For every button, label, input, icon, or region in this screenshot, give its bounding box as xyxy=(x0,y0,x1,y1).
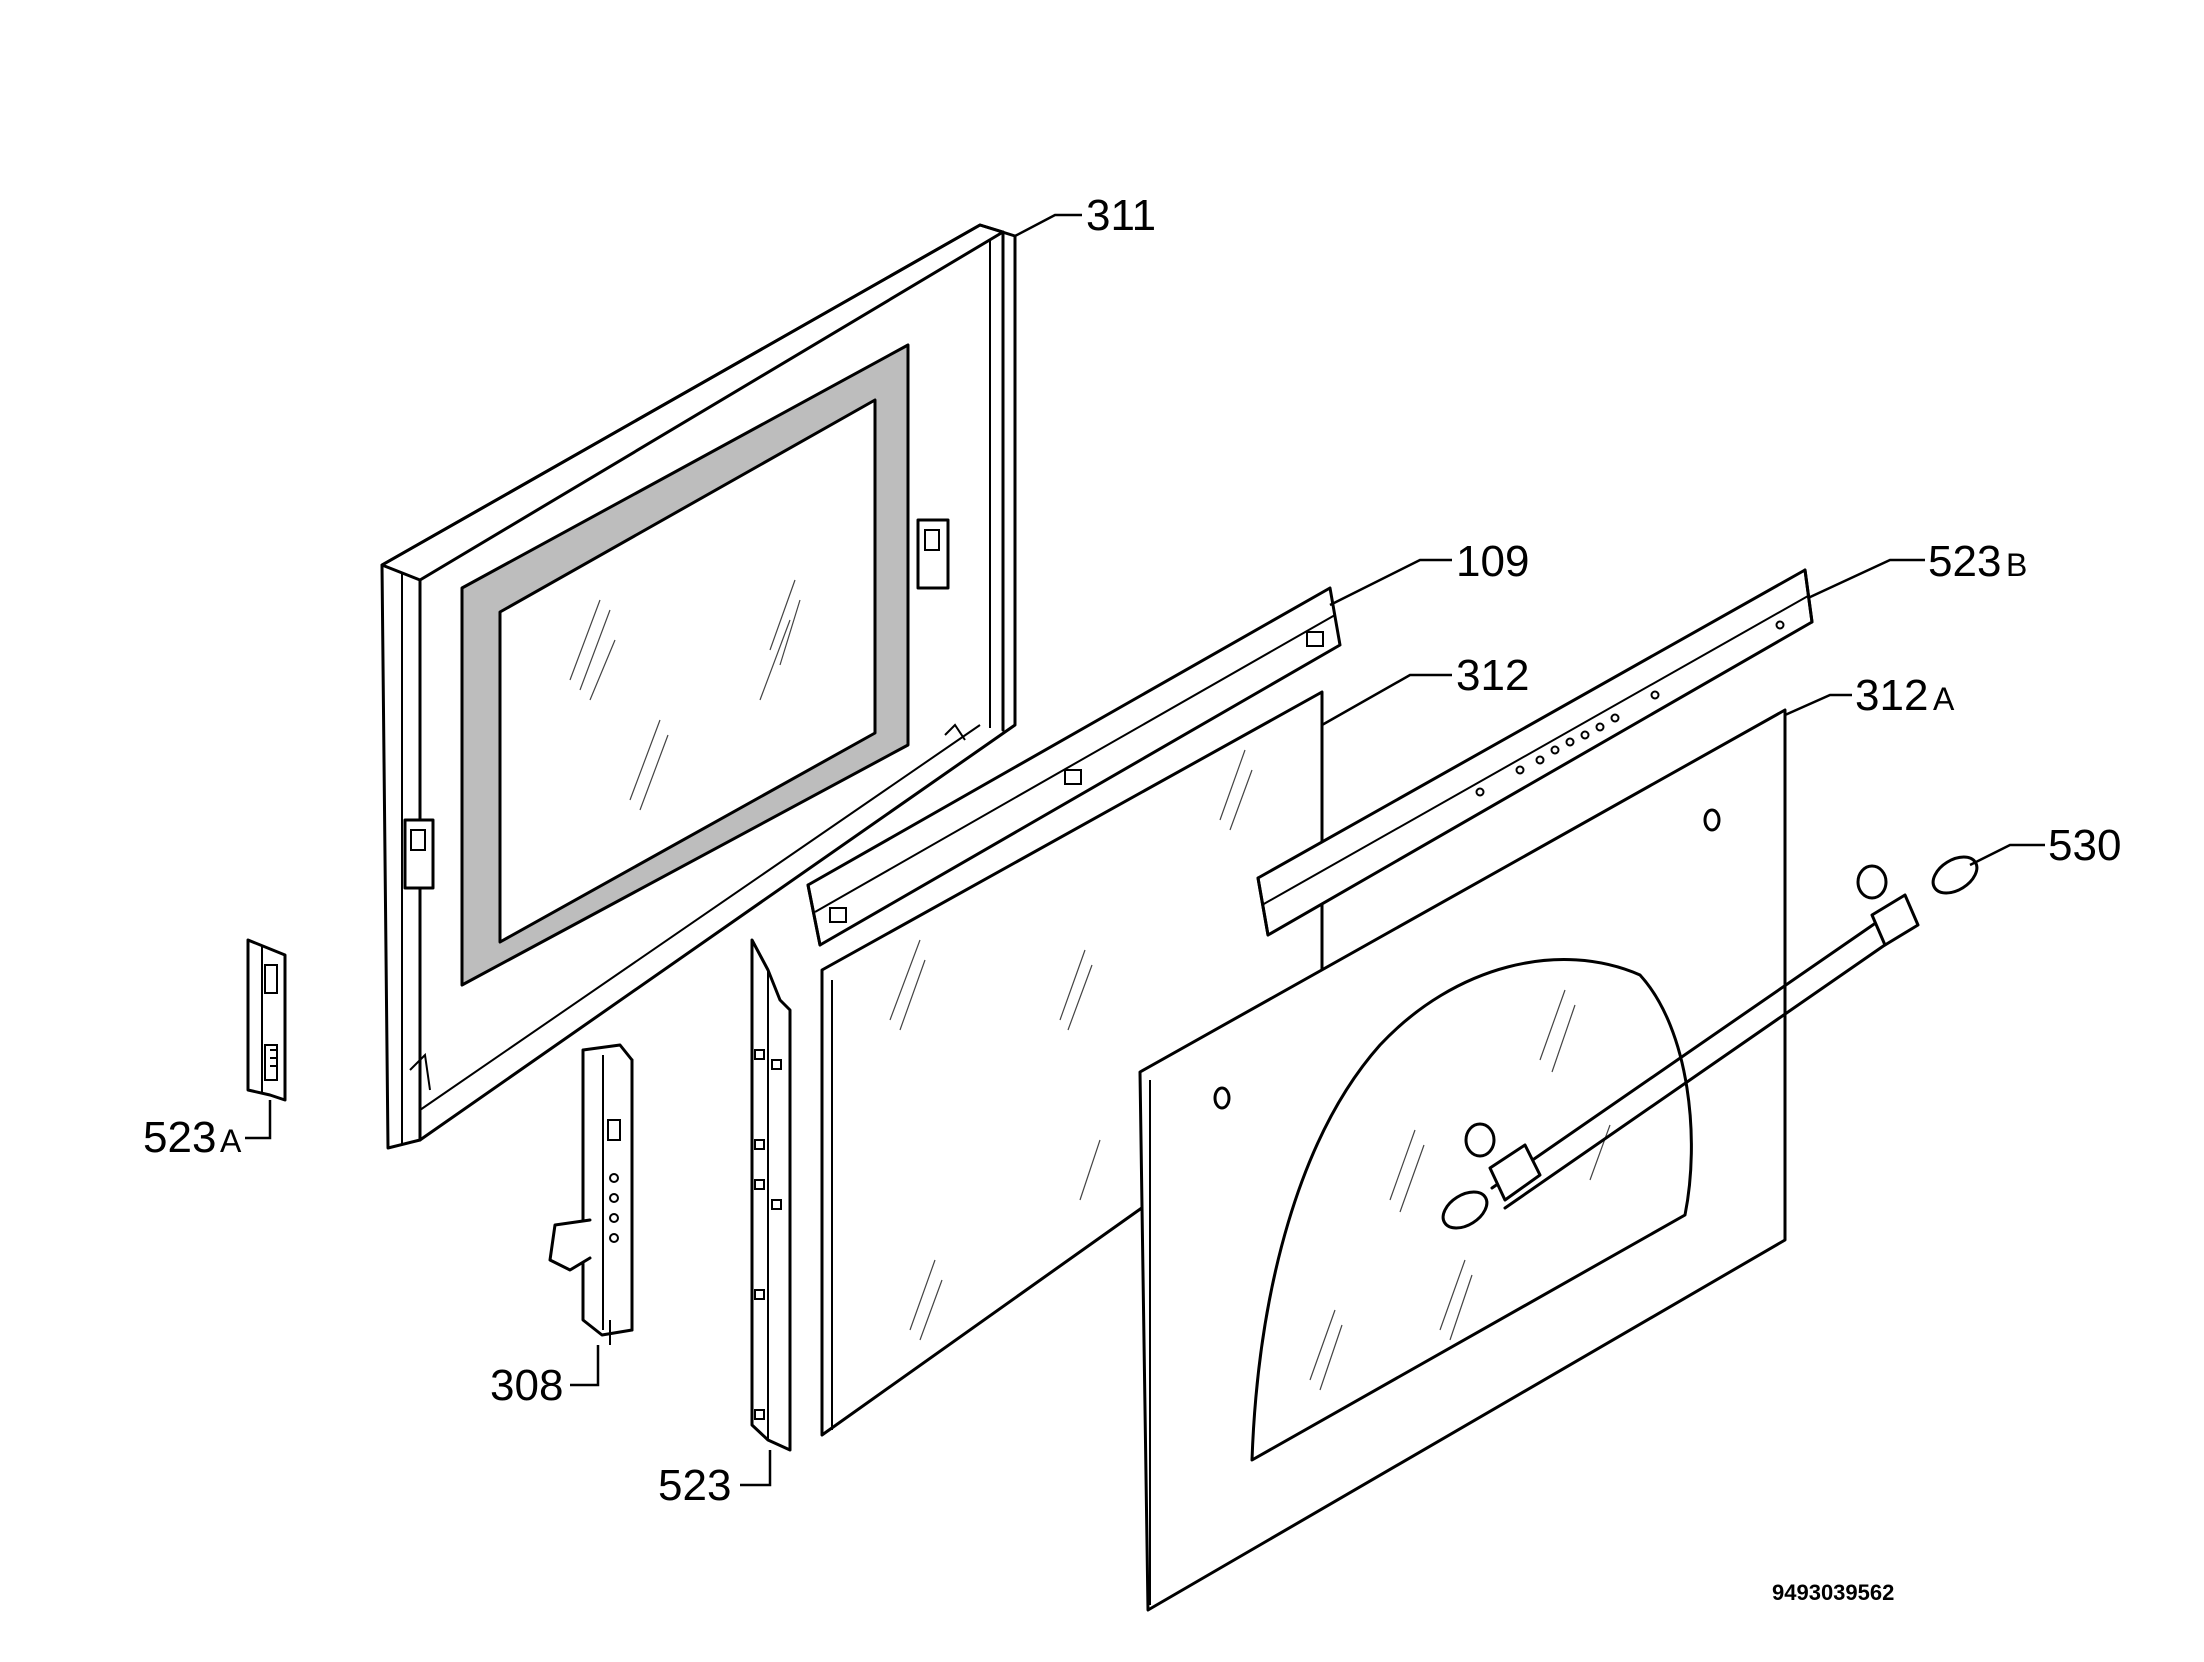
label-530: 530 xyxy=(2048,821,2121,870)
label-523b-number: 523 xyxy=(1928,537,2001,586)
label-312: 312 xyxy=(1456,651,1529,700)
part-523a-bracket xyxy=(246,938,287,1102)
label-312a-number: 312 xyxy=(1855,671,1928,720)
part-523-vertical-rail xyxy=(750,938,792,1452)
label-109: 109 xyxy=(1456,537,1529,586)
part-523b-rail xyxy=(1256,568,1814,937)
part-311-door-frame xyxy=(380,223,1017,1150)
leader-lines xyxy=(245,213,2045,1487)
part-109-top-channel xyxy=(806,586,1342,947)
label-308: 308 xyxy=(490,1361,563,1410)
part-308-hinge-bracket xyxy=(548,1043,634,1345)
label-311: 311 xyxy=(1086,191,1156,240)
part-312a-front-glass xyxy=(1138,708,1787,1612)
label-523a-number: 523 xyxy=(143,1113,216,1162)
label-523b-suffix: B xyxy=(2006,547,2027,583)
part-530-lamp-tube xyxy=(1441,855,1979,1230)
drawing-code: 9493039562 xyxy=(1772,1580,1894,1605)
label-523: 523 xyxy=(658,1461,731,1510)
label-523a-suffix: A xyxy=(220,1123,242,1159)
label-312a-suffix: A xyxy=(1933,681,1955,717)
